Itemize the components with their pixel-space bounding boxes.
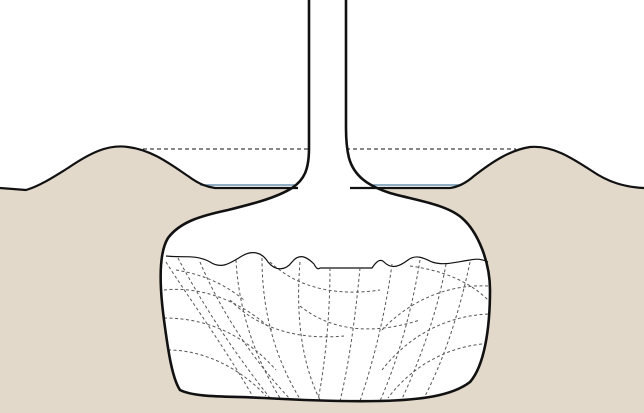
- diagram-figure: [0, 0, 644, 413]
- cross-section-diagram: [0, 0, 644, 413]
